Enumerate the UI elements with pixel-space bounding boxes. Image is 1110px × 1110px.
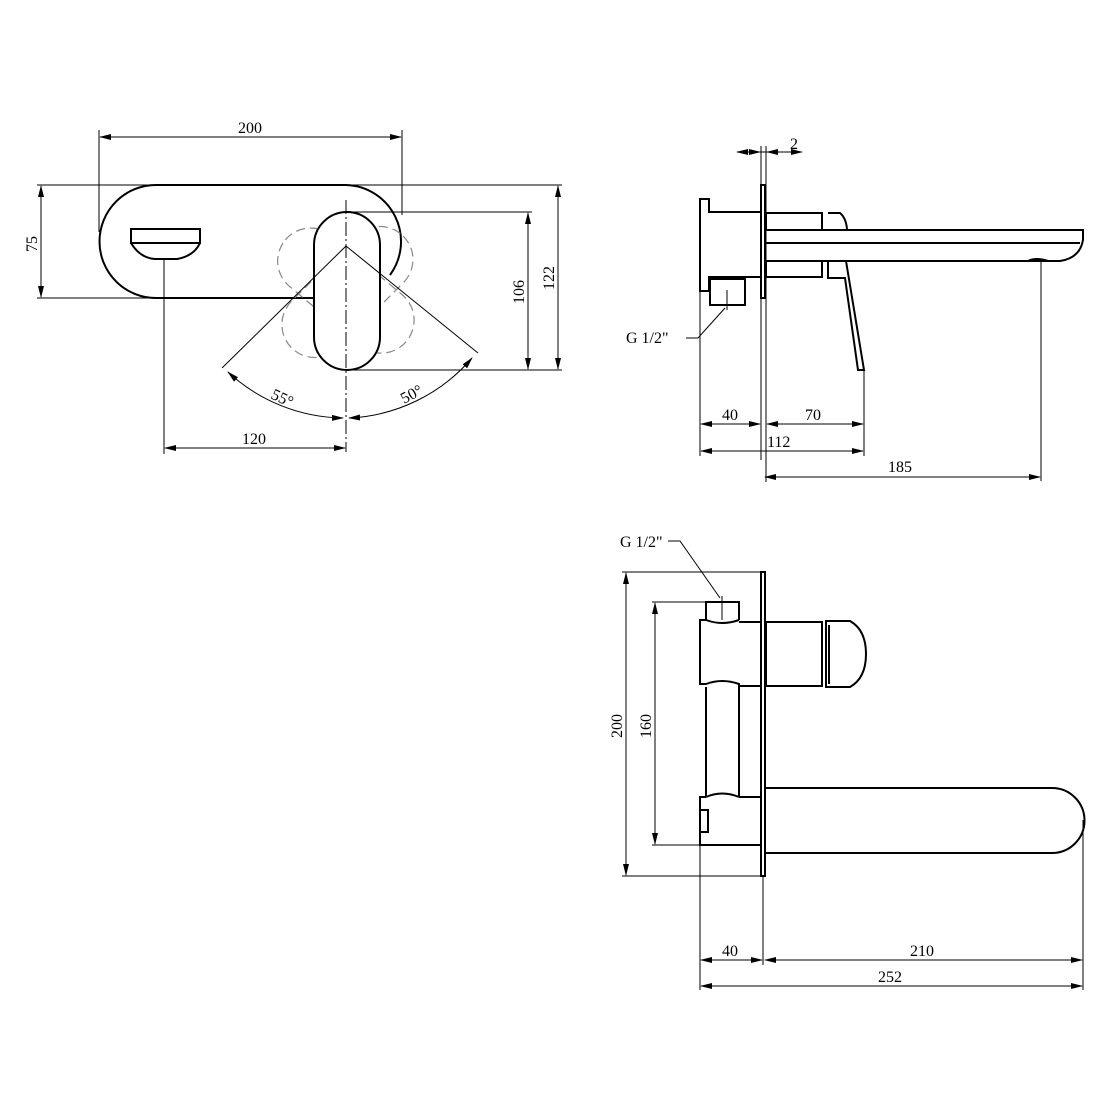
dim-handle-height-label: 106: [511, 280, 528, 304]
body-top: [699, 619, 761, 687]
knob-top-view: [825, 620, 868, 688]
dim-inlet-spacing-label: 160: [638, 714, 655, 738]
cartridge-top: [765, 212, 823, 231]
small-connector: [699, 809, 709, 833]
handle-ghost-right: [281, 225, 414, 359]
body-lower-top: [699, 796, 761, 846]
thread-label-side: G 1/2": [626, 330, 669, 347]
side-view: 2 40 70 112 185 G 1/2": [626, 136, 1084, 482]
dim-spout-offset-label: 120: [242, 431, 266, 448]
handle-ghost-left: [277, 227, 415, 354]
spout-side: [766, 229, 1084, 262]
cartridge-top-view: [765, 621, 823, 687]
dim-spout-projection-label: 185: [888, 459, 912, 476]
dim-plate-thickness-label: 2: [790, 136, 798, 153]
spout-top-view: [766, 787, 1086, 854]
handle: [313, 211, 381, 371]
dim-plate-height-label: 75: [24, 236, 41, 252]
dim-body-depth-label: 40: [722, 407, 738, 424]
dim-body-depth-top-label: 40: [722, 943, 738, 960]
dim-total-handle-label: 112: [767, 434, 790, 451]
top-view: 200 160 40 210 252 G 1/2": [609, 534, 1086, 990]
angle-left-label: 55°: [268, 386, 295, 411]
dim-total-height-label: 122: [541, 266, 558, 290]
wall-plate-top: [760, 571, 766, 877]
dim-handle-projection-label: 70: [805, 407, 821, 424]
pipe-top: [705, 687, 740, 798]
dim-spout-length-label: 210: [910, 943, 934, 960]
thread-label-top: G 1/2": [620, 534, 663, 551]
front-view: 200 75 106 122 120 55° 50°: [24, 120, 562, 454]
wall-plate: [98, 184, 403, 299]
spout-outlet: [130, 228, 201, 260]
dim-width-label: 200: [238, 120, 262, 137]
body-side: [699, 198, 761, 292]
dim-total-length-label: 252: [878, 969, 902, 986]
wall-plate-side: [760, 184, 766, 299]
lever-side: [827, 212, 866, 371]
cartridge-bottom: [765, 260, 823, 278]
angle-right-label: 50°: [398, 382, 426, 408]
aerator-side: [1027, 258, 1049, 262]
dim-plate-height-top-label: 200: [609, 714, 626, 738]
